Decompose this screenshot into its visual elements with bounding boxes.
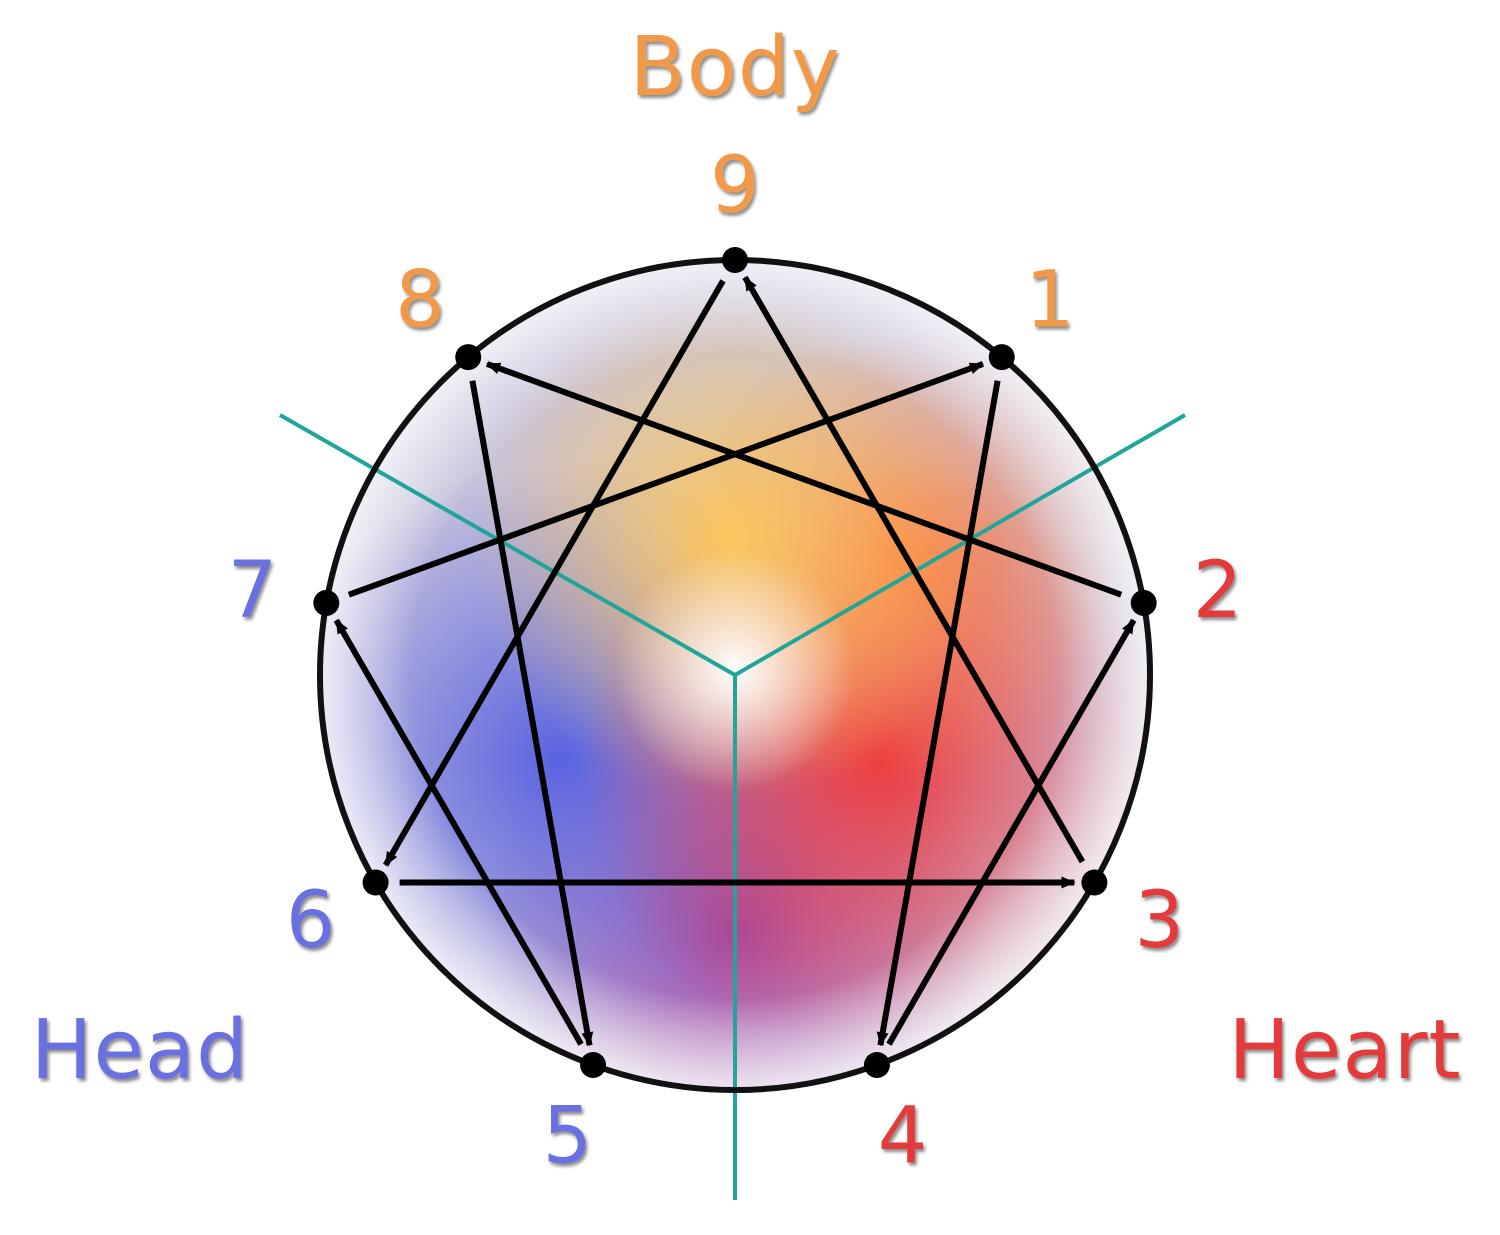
group-label-body: Body [629, 20, 840, 115]
divider-head-body [279, 413, 736, 677]
point-label-5: 5 [543, 1091, 593, 1181]
point-dot-2 [1130, 589, 1157, 616]
point-label-6: 6 [286, 876, 336, 966]
point-dot-4 [863, 1051, 890, 1078]
point-dot-5 [580, 1051, 607, 1078]
point-label-8: 8 [395, 256, 445, 346]
enneagram-disc [320, 260, 1150, 1090]
point-dot-7 [313, 589, 340, 616]
arrow-lines [333, 275, 1137, 1047]
point-dot-9 [722, 247, 748, 273]
point-dots [313, 247, 1157, 1078]
point-label-1: 1 [1025, 256, 1075, 346]
point-labels: 9 1 2 3 4 5 6 7 8 [228, 141, 1243, 1181]
point-label-7: 7 [228, 546, 278, 636]
point-label-4: 4 [878, 1091, 928, 1181]
divider-body-heart [733, 413, 1187, 677]
point-dot-8 [455, 344, 482, 371]
group-label-heart: Heart [1228, 1003, 1461, 1098]
arrow-5-to-7 [333, 618, 584, 1046]
center-dividers [279, 413, 1187, 1200]
group-label-head: Head [31, 1003, 249, 1098]
arrow-8-to-5 [469, 380, 594, 1047]
point-dot-3 [1081, 869, 1108, 896]
arrow-1-to-4 [876, 380, 1001, 1047]
point-label-2: 2 [1193, 546, 1243, 636]
arrow-3-to-9 [742, 275, 1085, 864]
arrow-7-to-1 [347, 361, 984, 598]
arrow-2-to-8 [486, 361, 1123, 598]
point-label-9: 9 [710, 141, 760, 231]
point-dot-6 [362, 869, 389, 896]
point-dot-1 [988, 344, 1015, 371]
point-label-3: 3 [1135, 876, 1185, 966]
arrow-4-to-2 [886, 618, 1137, 1046]
arrow-9-to-6 [383, 279, 726, 867]
